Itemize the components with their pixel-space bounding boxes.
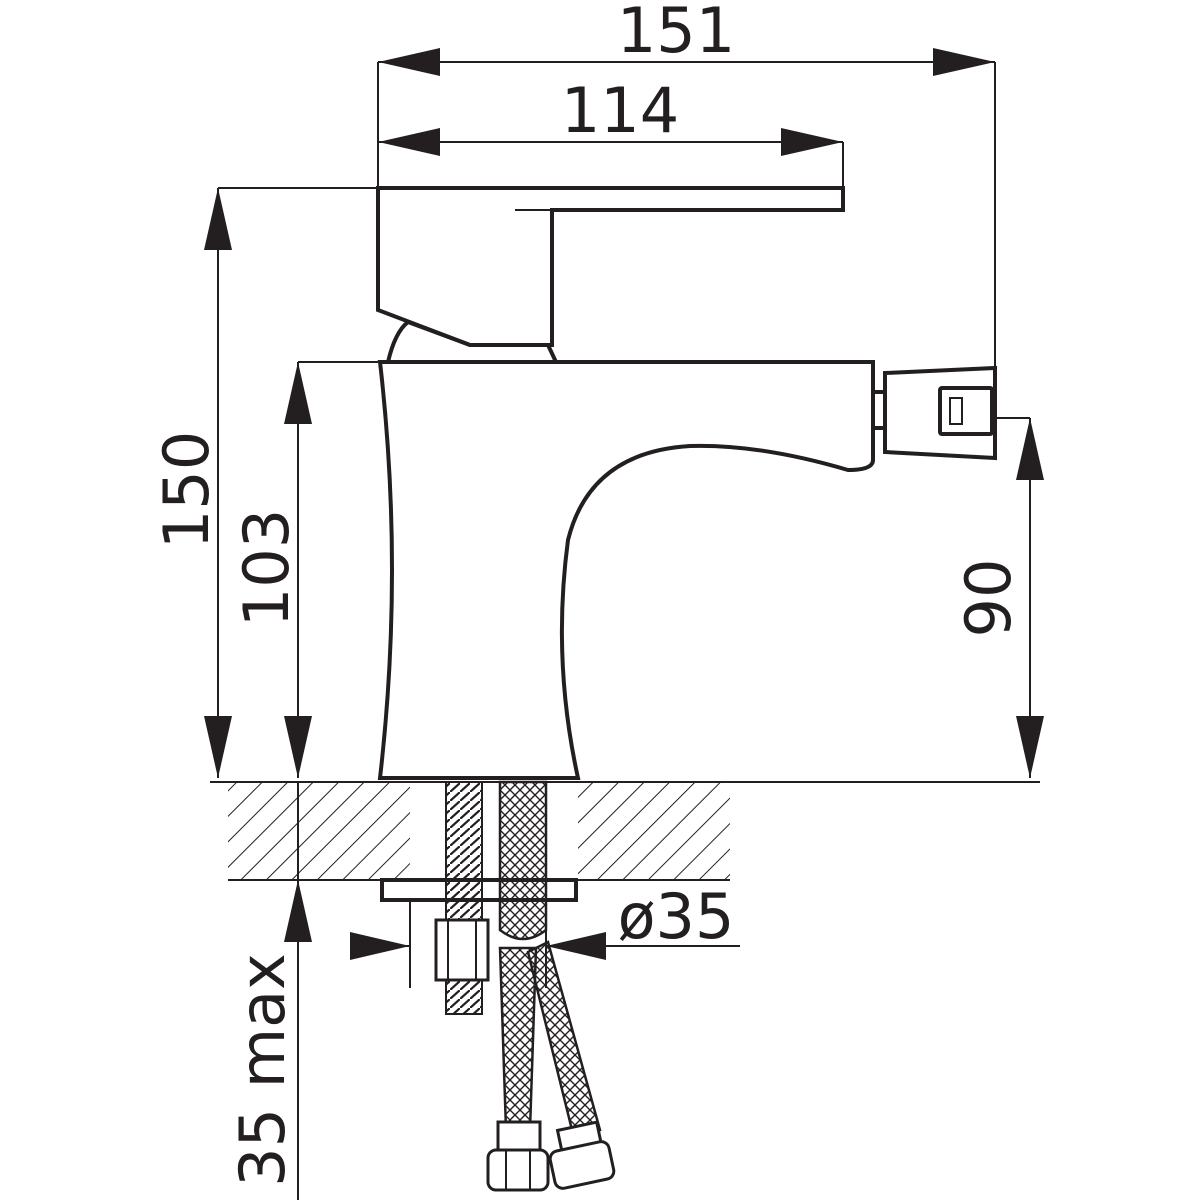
label-103: 103 bbox=[230, 509, 303, 627]
dimension-outlet-height: 90 bbox=[952, 417, 1044, 778]
faucet-body bbox=[376, 186, 997, 780]
mounting-hardware bbox=[380, 780, 616, 1192]
label-90: 90 bbox=[952, 559, 1025, 638]
label-114: 114 bbox=[561, 74, 679, 147]
dimension-counter-thickness: 35 max bbox=[226, 782, 312, 1200]
countertop-section bbox=[210, 781, 1040, 881]
dimension-spout-height: 103 bbox=[230, 361, 378, 778]
label-35-max: 35 max bbox=[226, 953, 299, 1187]
label-diameter-35: ø35 bbox=[618, 880, 735, 953]
label-150: 150 bbox=[150, 431, 223, 549]
dimension-lever-reach: 114 bbox=[378, 74, 844, 186]
dimension-base-diameter: ø35 bbox=[350, 880, 740, 988]
dimension-overall-width: 151 bbox=[377, 0, 996, 366]
label-151: 151 bbox=[617, 0, 735, 67]
dimension-overall-height: 150 bbox=[150, 187, 378, 778]
